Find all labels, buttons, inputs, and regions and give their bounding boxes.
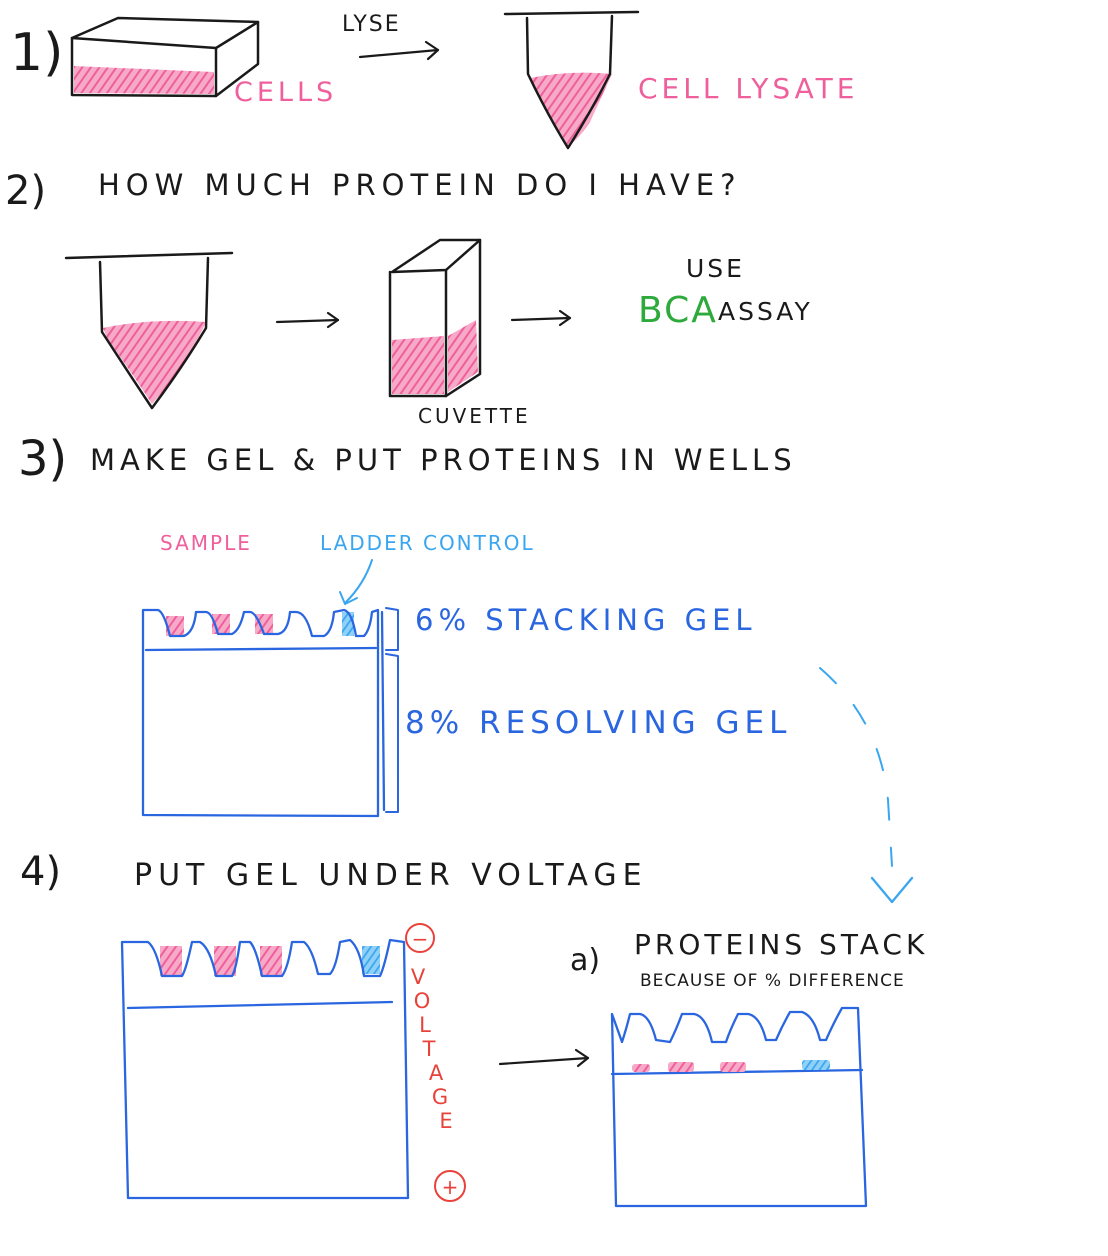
stacked-ladder-band (802, 1060, 830, 1070)
sample-well-3 (255, 614, 273, 634)
cuvette (388, 238, 482, 398)
minus-sign: − (412, 927, 429, 951)
lyse-arrow (358, 40, 440, 61)
cell-dish (70, 16, 260, 98)
cells-label: CELLS (234, 77, 337, 108)
voltage-letter-t: T (422, 1037, 436, 1061)
gel-diagram-2 (120, 938, 410, 1200)
lyse-label: LYSE (342, 12, 401, 37)
sample-tube (64, 251, 234, 410)
step3-heading: MAKE GEL & PUT PROTEINS IN WELLS (90, 443, 797, 477)
plus-sign: + (442, 1175, 459, 1199)
step2-question: HOW MUCH PROTEIN DO I HAVE? (98, 168, 742, 202)
step4-number: 4) (20, 849, 61, 895)
sample-well-3 (260, 946, 282, 976)
proteins-stack-label: PROTEINS STACK (634, 928, 928, 961)
gel-diagram-stacked (610, 1006, 868, 1208)
sample-well-1 (160, 946, 182, 976)
sample-well-1 (166, 616, 184, 636)
voltage-label: V O L T A G E (411, 965, 453, 1133)
cuvette-label: CUVETTE (418, 404, 531, 428)
arrow-to-assay (510, 309, 572, 327)
lysate-tube (503, 10, 640, 150)
resolving-gel-label: 8% RESOLVING GEL (405, 705, 791, 741)
arrow-to-cuvette (275, 311, 340, 329)
voltage-letter-e: E (439, 1109, 452, 1133)
bca-label: BCA (638, 290, 718, 331)
voltage-letter-v: V (411, 965, 426, 989)
percent-difference-note: BECAUSE OF % DIFFERENCE (640, 971, 905, 991)
assay-label: ASSAY (718, 297, 813, 326)
voltage-letter-g: G (432, 1085, 448, 1109)
sample-label: SAMPLE (160, 531, 252, 555)
stacked-band-1 (632, 1064, 650, 1072)
step2-number: 2) (5, 168, 46, 214)
voltage-letter-a: A (429, 1061, 444, 1085)
dashed-arrow-to-result (819, 667, 914, 904)
lysate-label: CELL LYSATE (638, 72, 858, 105)
cells-layer (74, 66, 214, 94)
step1-number: 1) (10, 23, 63, 83)
step3-number: 3) (18, 431, 67, 487)
use-label: USE (686, 254, 745, 283)
arrow-to-stacked-gel (498, 1048, 590, 1068)
positive-electrode: + (434, 1170, 466, 1202)
step4-heading: PUT GEL UNDER VOLTAGE (134, 858, 648, 893)
voltage-letter-o: O (414, 989, 431, 1013)
negative-electrode: − (405, 923, 435, 953)
stacking-gel-label: 6% STACKING GEL (415, 603, 757, 637)
ladder-well (362, 946, 380, 974)
ladder-label: LADDER CONTROL (320, 531, 535, 555)
gel-diagram-1 (141, 607, 399, 818)
ladder-pointer-arrow (339, 559, 373, 605)
voltage-letter-l: L (419, 1013, 431, 1037)
sub-a-label: a) (570, 943, 600, 978)
sample-well-2 (214, 946, 236, 976)
stacked-band-3 (720, 1062, 746, 1072)
stacked-band-2 (668, 1062, 694, 1072)
